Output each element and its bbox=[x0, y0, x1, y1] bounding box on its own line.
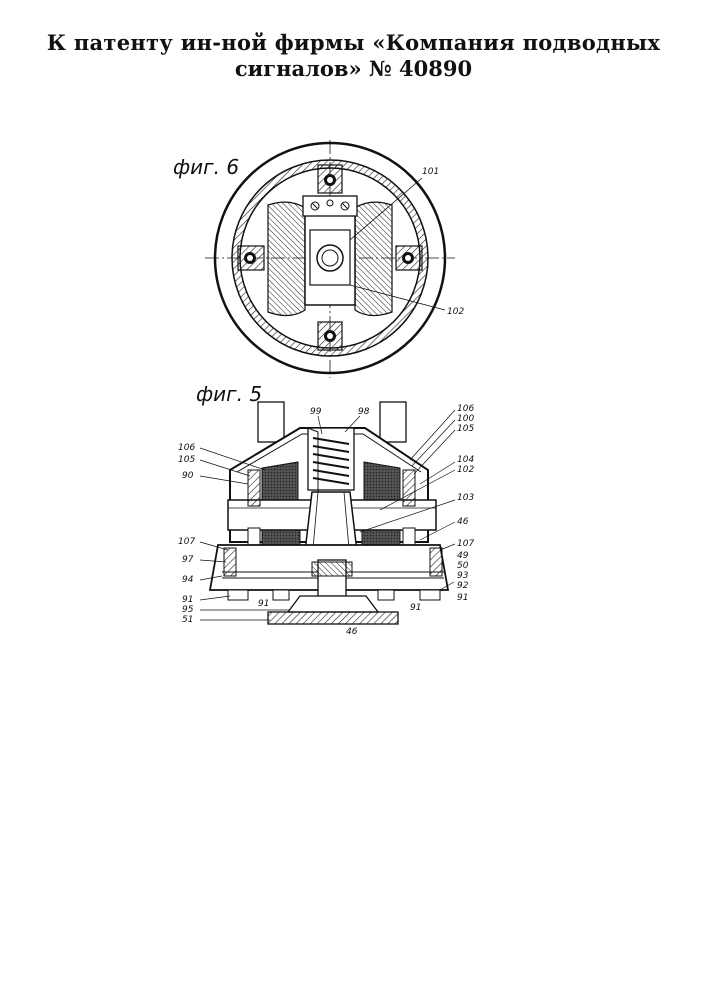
lug-left bbox=[238, 246, 264, 270]
nut-right bbox=[420, 590, 440, 600]
coil-upper-right bbox=[364, 462, 400, 500]
callout-94: 94 bbox=[182, 575, 194, 585]
callout-46-right: 46 bbox=[457, 517, 469, 527]
callout-93: 93 bbox=[457, 571, 469, 581]
lug-bottom bbox=[318, 322, 342, 350]
callout-92: 92 bbox=[457, 581, 469, 591]
callout-105-left: 105 bbox=[178, 455, 195, 465]
callout-104: 104 bbox=[457, 455, 474, 465]
bolt-right-lower bbox=[430, 548, 442, 576]
bolt-right-upper bbox=[403, 470, 415, 506]
callout-107-right: 107 bbox=[457, 539, 474, 549]
callout-91-left: 91 bbox=[182, 595, 193, 605]
callout-97: 97 bbox=[182, 555, 194, 565]
callout-91-mid2: 91 bbox=[410, 603, 421, 613]
callout-90: 90 bbox=[182, 471, 194, 481]
lug-top bbox=[318, 165, 342, 193]
bottom-plate bbox=[268, 612, 398, 624]
callout-102: 102 bbox=[447, 307, 464, 317]
callout-102-fig5: 102 bbox=[457, 465, 474, 475]
coil-right bbox=[355, 202, 392, 315]
callout-107-left: 107 bbox=[178, 537, 195, 547]
figure-6-drawing bbox=[205, 140, 455, 378]
callout-98: 98 bbox=[358, 407, 370, 417]
callout-49: 49 bbox=[457, 551, 469, 561]
callout-99: 99 bbox=[310, 407, 322, 417]
stud-right bbox=[380, 402, 406, 442]
callout-91-right: 91 bbox=[457, 593, 468, 603]
callout-101: 101 bbox=[422, 167, 439, 177]
callout-51: 51 bbox=[182, 615, 193, 625]
stud-left bbox=[258, 402, 284, 442]
figure-5-drawing bbox=[200, 402, 455, 624]
coil-left bbox=[268, 202, 305, 315]
stem-foot bbox=[288, 596, 378, 612]
callout-91-mid: 91 bbox=[258, 599, 269, 609]
lug-right bbox=[396, 246, 422, 270]
callout-105-right: 105 bbox=[457, 424, 474, 434]
bolt-left-upper bbox=[248, 470, 260, 506]
callout-46-bottom: 46 bbox=[346, 627, 358, 637]
nut-left bbox=[228, 590, 248, 600]
callout-50: 50 bbox=[457, 561, 469, 571]
callout-100: 100 bbox=[457, 414, 474, 424]
callout-106-right: 106 bbox=[457, 404, 474, 414]
callout-103: 103 bbox=[457, 493, 474, 503]
callout-95: 95 bbox=[182, 605, 194, 615]
callout-106-left: 106 bbox=[178, 443, 195, 453]
coil-upper-left bbox=[262, 462, 298, 500]
